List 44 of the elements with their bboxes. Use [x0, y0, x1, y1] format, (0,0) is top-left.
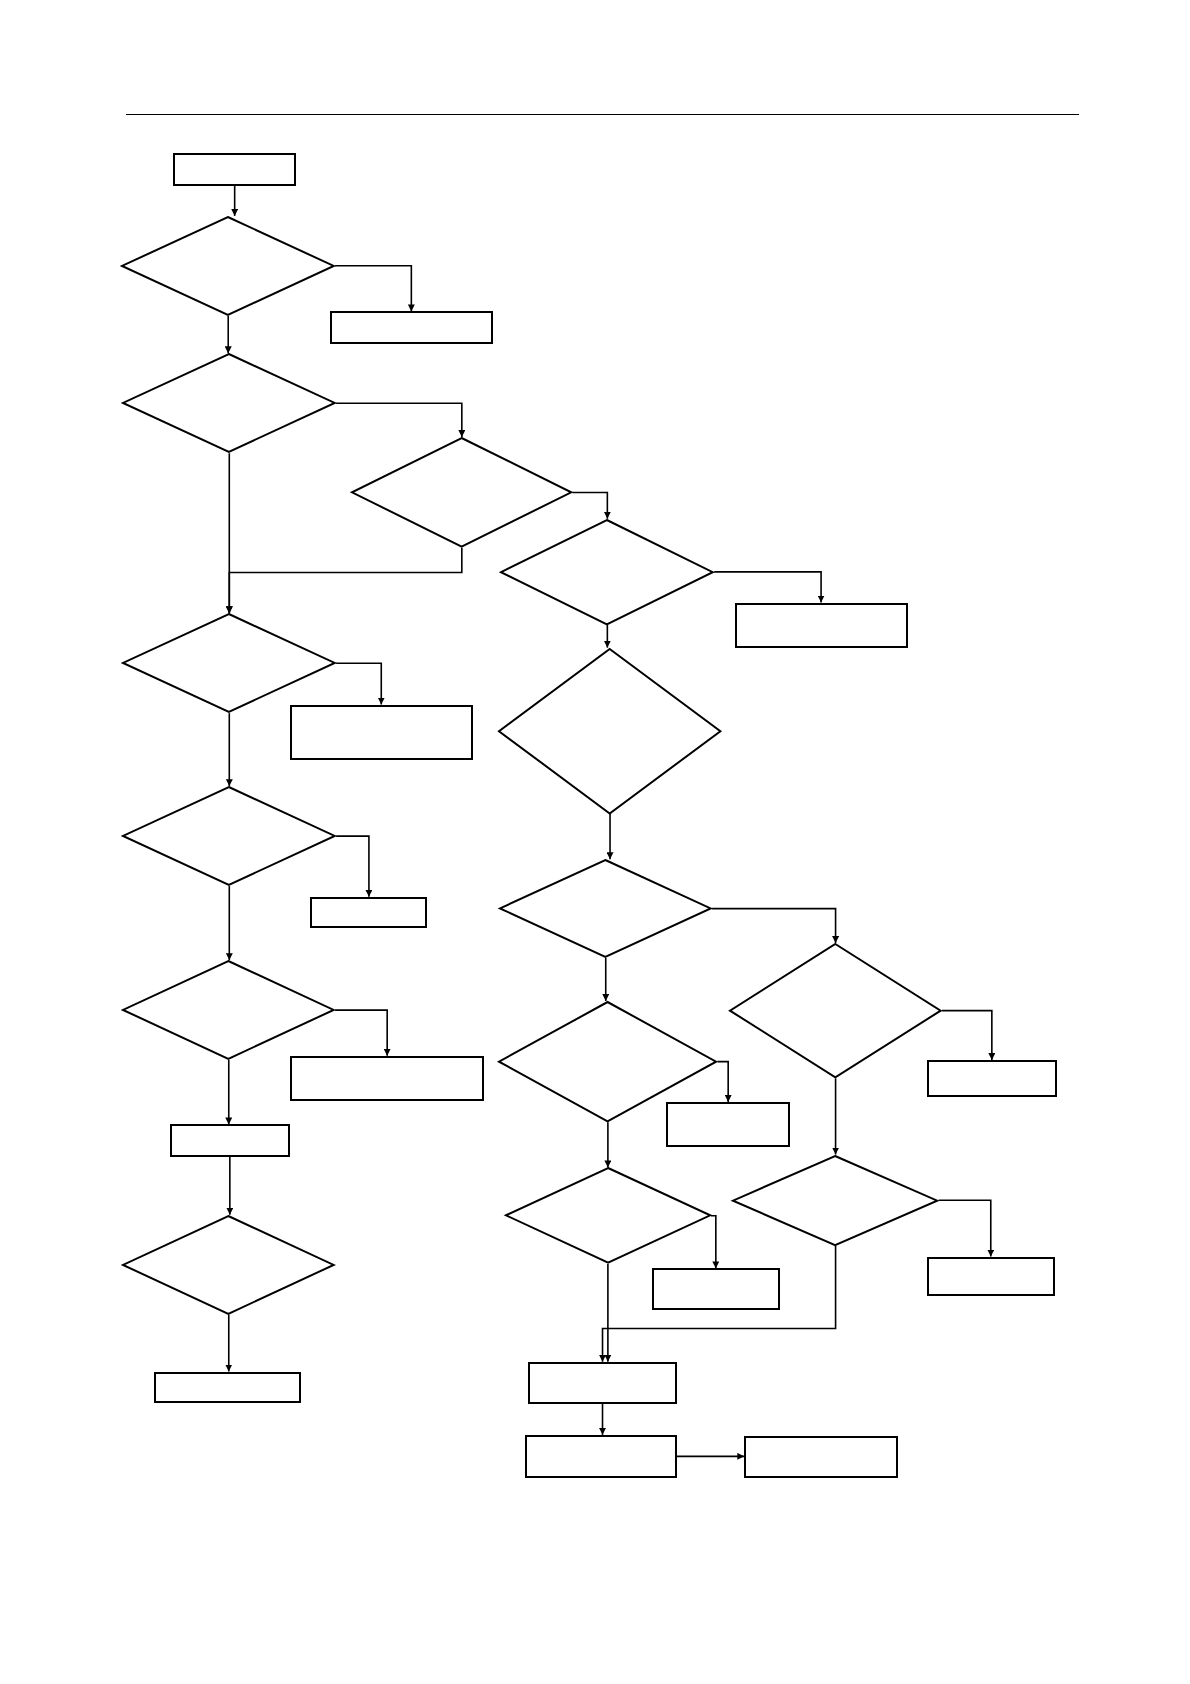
arrow [941, 1009, 996, 1061]
arrow [335, 835, 373, 898]
process-box [289, 704, 473, 761]
arrow [716, 1060, 732, 1103]
process-box [926, 1256, 1055, 1297]
process-box [153, 1371, 301, 1403]
arrow [225, 885, 233, 961]
arrow [710, 1215, 720, 1270]
arrow [231, 185, 239, 217]
arrow [226, 1155, 234, 1216]
arrow [571, 491, 611, 520]
arrow [599, 1245, 837, 1363]
arrow [334, 265, 415, 313]
arrow [335, 402, 466, 438]
arrow [711, 907, 840, 944]
arrow [603, 624, 611, 649]
arrow [334, 1009, 391, 1057]
process-box [310, 896, 428, 928]
process-box [172, 152, 297, 186]
process-box [169, 1124, 290, 1157]
arrow [832, 1077, 840, 1156]
arrow [225, 712, 233, 787]
process-box [744, 1435, 898, 1478]
arrow [225, 546, 463, 615]
process-box [926, 1060, 1057, 1097]
arrow [713, 571, 825, 604]
arrow [606, 813, 614, 860]
process-box [651, 1268, 780, 1311]
process-box [734, 602, 908, 648]
process-box [329, 311, 493, 344]
arrow [335, 662, 385, 706]
arrow [604, 1121, 612, 1169]
process-box [289, 1055, 485, 1101]
process-box [528, 1361, 677, 1404]
arrow [225, 1059, 233, 1126]
process-box [525, 1434, 677, 1478]
arrow [599, 1402, 606, 1436]
arrow [225, 1313, 233, 1373]
arrow [937, 1199, 995, 1258]
process-box [665, 1101, 791, 1147]
arrow [224, 314, 232, 355]
arrow [675, 1452, 746, 1460]
arrow [604, 1263, 612, 1363]
arrow [602, 957, 610, 1002]
